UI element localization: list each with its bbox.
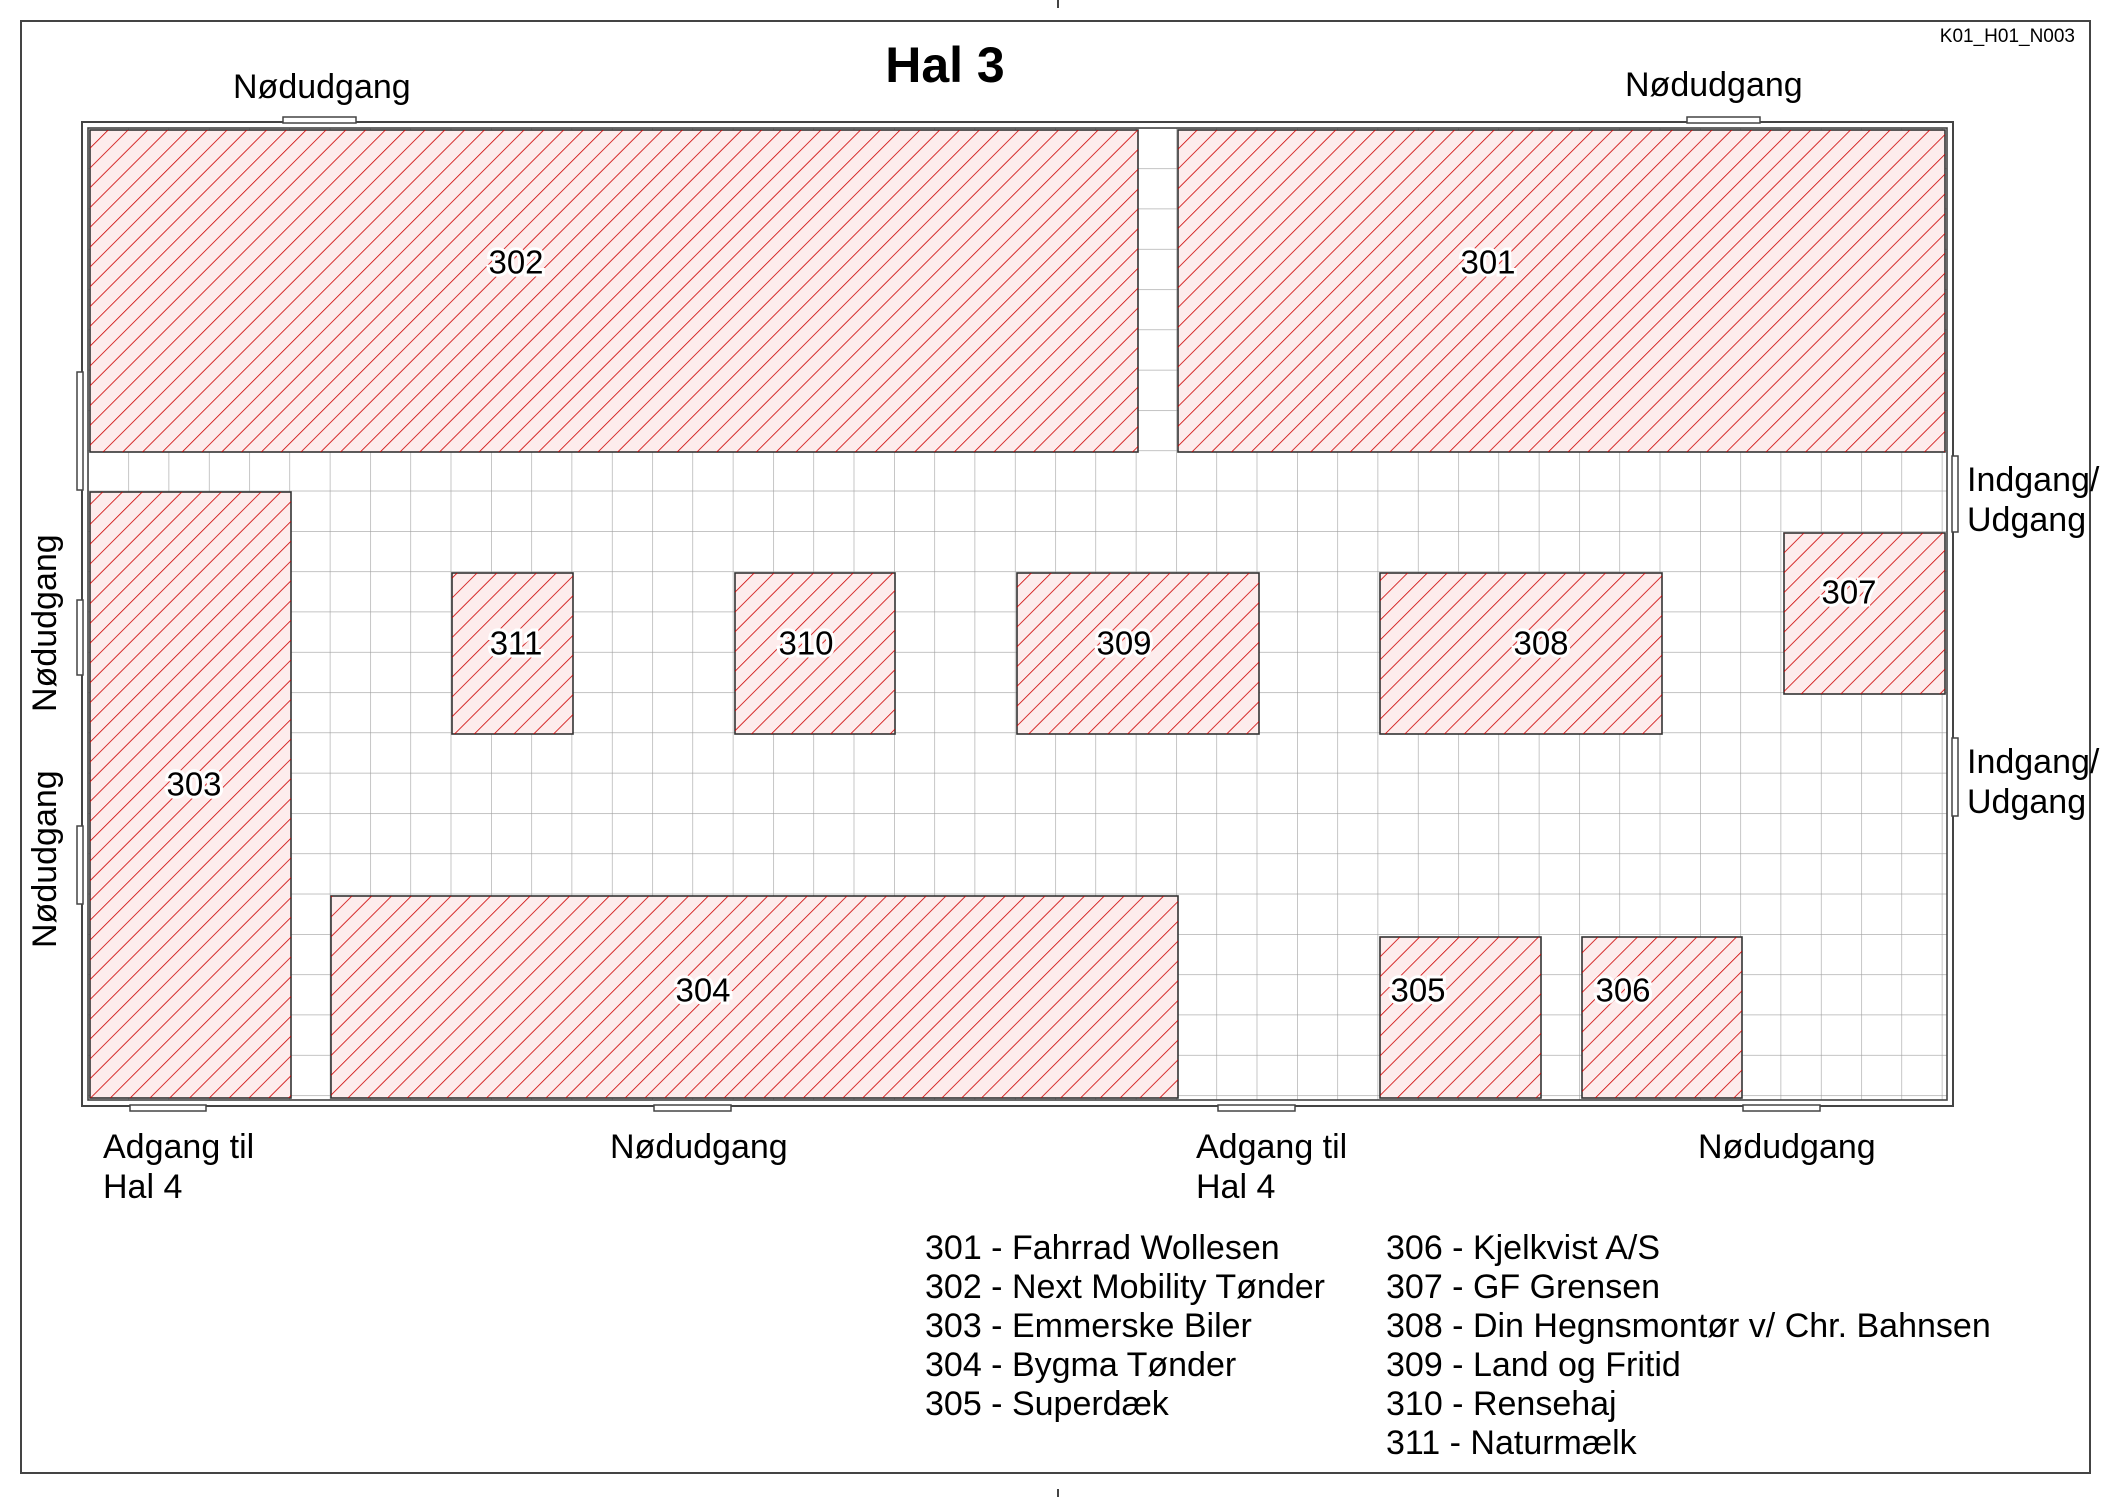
door-marker xyxy=(76,371,84,491)
door-marker xyxy=(1951,737,1959,817)
door-marker xyxy=(76,599,84,676)
hall-access-label-line: Adgang til xyxy=(1196,1128,1348,1166)
door-marker xyxy=(1217,1104,1296,1112)
entrance-label-line: Indgang/ xyxy=(1967,743,2100,781)
booth-number: 306 xyxy=(1595,972,1650,1009)
booth-number: 302 xyxy=(488,244,543,281)
legend-left: 301 - Fahrrad Wollesen 302 - Next Mobili… xyxy=(925,1229,1325,1424)
booth-number: 305 xyxy=(1390,972,1445,1009)
booth-308[interactable]: 308 xyxy=(1379,572,1663,735)
booth-306[interactable]: 306 xyxy=(1581,936,1743,1099)
booth-305[interactable]: 305 xyxy=(1379,936,1542,1099)
door-marker xyxy=(1742,1104,1821,1112)
booth-301[interactable]: 301 xyxy=(1177,129,1946,453)
legend-entry: 304 - Bygma Tønder xyxy=(925,1346,1237,1384)
emergency-exit-label: Nødudgang xyxy=(26,770,64,948)
booth-303[interactable]: 303 xyxy=(89,491,292,1099)
booth-number: 309 xyxy=(1096,625,1151,662)
door-marker xyxy=(1951,455,1959,533)
legend-entry: 310 - Rensehaj xyxy=(1386,1385,1617,1423)
door-marker xyxy=(282,116,357,124)
entrance-label-line: Indgang/ xyxy=(1967,461,2100,499)
legend-entry: 306 - Kjelkvist A/S xyxy=(1386,1229,1661,1267)
booth-304[interactable]: 304 xyxy=(330,895,1179,1099)
booth-307[interactable]: 307 xyxy=(1783,532,1946,695)
legend-entry: 308 - Din Hegnsmontør v/ Chr. Bahnsen xyxy=(1386,1307,1991,1345)
page-title: Hal 3 xyxy=(885,37,1005,93)
frame-tick xyxy=(1057,0,1059,8)
booth-310[interactable]: 310 xyxy=(734,572,896,735)
booth-number: 310 xyxy=(778,625,833,662)
door-marker xyxy=(76,825,84,905)
emergency-exit-label: Nødudgang xyxy=(26,534,64,712)
booth-number: 311 xyxy=(490,625,543,662)
emergency-exit-label: Nødudgang xyxy=(233,68,411,106)
booth-number: 304 xyxy=(675,972,730,1009)
legend-entry: 311 - Naturmælk xyxy=(1386,1424,1637,1462)
door-marker xyxy=(653,1104,732,1112)
legend-entry: 309 - Land og Fritid xyxy=(1386,1346,1681,1384)
emergency-exit-label: Nødudgang xyxy=(1625,66,1803,104)
hall-access-label: Adgang til Hal 4 xyxy=(103,1127,254,1207)
door-marker xyxy=(129,1104,207,1112)
booth-number: 307 xyxy=(1821,574,1876,611)
entrance-label-line: Udgang xyxy=(1967,501,2087,539)
booth-number: 303 xyxy=(166,766,221,803)
emergency-exit-label: Nødudgang xyxy=(1698,1128,1876,1166)
booth-311[interactable]: 311 xyxy=(451,572,574,735)
hall-access-label-line: Adgang til xyxy=(103,1128,255,1166)
legend-entry: 307 - GF Grensen xyxy=(1386,1268,1661,1306)
frame-tick xyxy=(1057,1489,1059,1497)
door-marker xyxy=(1686,116,1761,124)
drawing-code: K01_H01_N003 xyxy=(1939,26,2075,47)
booth-number: 308 xyxy=(1513,625,1568,662)
page-frame xyxy=(20,20,2091,1474)
entrance-label-line: Udgang xyxy=(1967,783,2087,821)
emergency-exit-label: Nødudgang xyxy=(610,1128,788,1166)
legend-entry: 303 - Emmerske Biler xyxy=(925,1307,1252,1345)
entrance-label: Indgang/ Udgang xyxy=(1967,460,2099,540)
hall-access-label-line: Hal 4 xyxy=(103,1168,183,1206)
hall-access-label-line: Hal 4 xyxy=(1196,1168,1276,1206)
legend-entry: 305 - Superdæk xyxy=(925,1385,1169,1423)
legend-entry: 301 - Fahrrad Wollesen xyxy=(925,1229,1280,1267)
booth-309[interactable]: 309 xyxy=(1016,572,1260,735)
hall-access-label: Adgang til Hal 4 xyxy=(1196,1127,1347,1207)
legend-entry: 302 - Next Mobility Tønder xyxy=(925,1268,1325,1306)
legend-right: 306 - Kjelkvist A/S 307 - GF Grensen 308… xyxy=(1386,1229,1991,1463)
booth-302[interactable]: 302 xyxy=(89,129,1139,453)
entrance-label: Indgang/ Udgang xyxy=(1967,742,2099,822)
booth-number: 301 xyxy=(1460,244,1515,281)
